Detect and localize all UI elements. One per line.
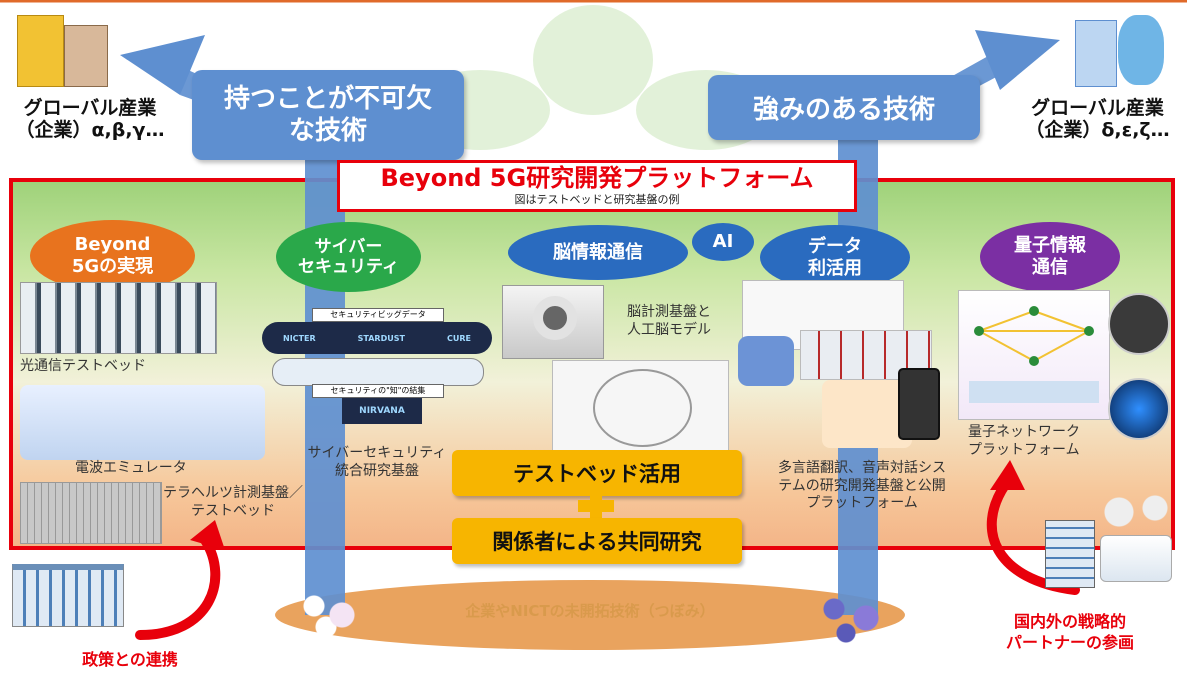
quantum-network-label: 量子ネットワーク プラットフォーム [968, 424, 1093, 459]
pillar-data-l1: データ [808, 235, 862, 257]
cure-label: CURE [446, 333, 471, 343]
cyber-diagram: セキュリティビッグデータ NICTER STARDUST CURE セキュリティ… [262, 298, 492, 428]
pillar-beyond5g-l1: Beyond [74, 234, 151, 256]
cyber-tools-band: NICTER STARDUST CURE [262, 322, 492, 354]
quantum-device-photo-1 [1108, 293, 1170, 355]
terahertz-line1: テラヘルツ計測基盤／ [163, 485, 303, 501]
quantum-line2: プラットフォーム [968, 441, 1080, 458]
right-building-icon [1070, 10, 1170, 90]
purple-flowers-icon [810, 585, 890, 645]
pillar-ai: AI [692, 223, 754, 261]
quantum-network-diagram [958, 290, 1110, 420]
server-rack-photo [20, 282, 217, 354]
pillar-beyond5g-l2: 5Gの実現 [71, 256, 154, 277]
pillar-cybersecurity: サイバー セキュリティ [276, 222, 421, 292]
terahertz-photo [20, 482, 162, 544]
multi-line2: テムの研究開発基盤と公開 [778, 477, 946, 494]
robot-icon [738, 336, 794, 386]
nicter-label: NICTER [283, 333, 316, 343]
pillar-cyber-l2: セキュリティ [298, 257, 399, 277]
quantum-line1: 量子ネットワーク [968, 424, 1080, 440]
partner-building-icon [1045, 520, 1095, 588]
strength-tech-banner: 強みのある技術 [708, 75, 980, 140]
travelers-illustration [822, 380, 912, 448]
joint-research-box: 関係者による共同研究 [452, 518, 742, 564]
platform-subtitle: 図はテストベッドと研究基盤の例 [514, 193, 680, 206]
left-global-line1: グローバル産業 [23, 97, 157, 119]
cyber-line2: 統合研究基盤 [335, 462, 419, 479]
white-flowers-icon [290, 582, 370, 642]
essential-tech-line1: 持つことが不可欠 [223, 83, 432, 114]
brain-line2: 人工脳モデル [627, 321, 711, 338]
terahertz-label: テラヘルツ計測基盤／ テストベッド [158, 485, 308, 520]
left-global-industry: グローバル産業 （企業）α,β,γ… [5, 97, 175, 142]
quantum-device-photo-2 [1108, 378, 1170, 440]
radio-emulator-graphic [20, 385, 265, 460]
pillar-quantum-l1: 量子情報 [1014, 235, 1086, 257]
cyber-label: サイバーセキュリティ 統合研究基盤 [282, 445, 472, 480]
left-building-icon [12, 10, 112, 90]
pillar-quantum-l2: 通信 [1032, 257, 1068, 278]
pillar-quantum: 量子情報 通信 [980, 222, 1120, 292]
bud-label: 企業やNICTの未開拓技術（つぼみ） [465, 602, 715, 620]
right-global-line1: グローバル産業 [1031, 97, 1164, 119]
cyber-bigdata-bar: セキュリティビッグデータ [312, 308, 444, 322]
pillar-cyber-l1: サイバー [314, 236, 383, 257]
plus-icon [578, 488, 614, 524]
partner-line1: 国内外の戦略的 [1013, 612, 1126, 631]
mri-photo [502, 285, 604, 359]
researcher-icon [1100, 535, 1172, 582]
multilingual-label: 多言語翻訳、音声対話シス テムの研究開発基盤と公開 プラットフォーム [757, 460, 967, 513]
satellite-dishes-icon [1095, 492, 1175, 532]
cyber-knowledge-band [272, 358, 484, 386]
terahertz-line2: テストベッド [191, 502, 275, 519]
pillar-data-l2: 利活用 [808, 257, 862, 279]
brain-model-diagram [552, 360, 729, 452]
left-arrowhead [120, 35, 205, 95]
right-global-line2: （企業）δ,ε,ζ… [1025, 118, 1170, 141]
partner-label: 国内外の戦略的 パートナーの参画 [980, 612, 1160, 654]
nirvana-panel: NIRVANA [342, 398, 422, 424]
left-global-line2: （企業）α,β,γ… [15, 118, 165, 141]
cyber-knowledge-bar: セキュリティの"知"の結集 [312, 384, 444, 398]
platform-title-box: Beyond 5G研究開発プラットフォーム 図はテストベッドと研究基盤の例 [337, 160, 857, 212]
multi-line3: プラットフォーム [806, 495, 918, 511]
brain-label: 脳計測基盤と 人工脳モデル [614, 304, 724, 339]
phone-illustration [898, 368, 940, 440]
essential-tech-line2: な技術 [288, 116, 367, 146]
soil-ellipse [275, 580, 905, 650]
policy-curved-arrow [135, 520, 225, 640]
pillar-data: データ 利活用 [760, 225, 910, 290]
multi-line1: 多言語翻訳、音声対話シス [778, 460, 946, 476]
stardust-label: STARDUST [357, 333, 405, 343]
pillar-brain-l1: 脳情報通信 [553, 241, 643, 263]
government-building-icon [12, 564, 124, 627]
quantum-network-lines [969, 306, 1099, 403]
right-arrowhead [975, 30, 1060, 90]
optical-testbed-label: 光通信テストベッド [20, 358, 146, 374]
policy-label: 政策との連携 [82, 650, 178, 669]
emulator-label: 電波エミュレータ [75, 460, 187, 476]
pillar-beyond5g: Beyond 5Gの実現 [30, 220, 195, 292]
right-global-industry: グローバル産業 （企業）δ,ε,ζ… [1010, 97, 1185, 142]
essential-tech-banner: 持つことが不可欠 な技術 [192, 70, 464, 160]
pillar-ai-l1: AI [712, 231, 734, 253]
pillar-brain: 脳情報通信 [508, 225, 688, 280]
brain-line1: 脳計測基盤と [627, 304, 711, 320]
partner-line2: パートナーの参画 [1005, 632, 1134, 652]
platform-title: Beyond 5G研究開発プラットフォーム [380, 164, 814, 192]
cyber-line1: サイバーセキュリティ [307, 445, 447, 461]
